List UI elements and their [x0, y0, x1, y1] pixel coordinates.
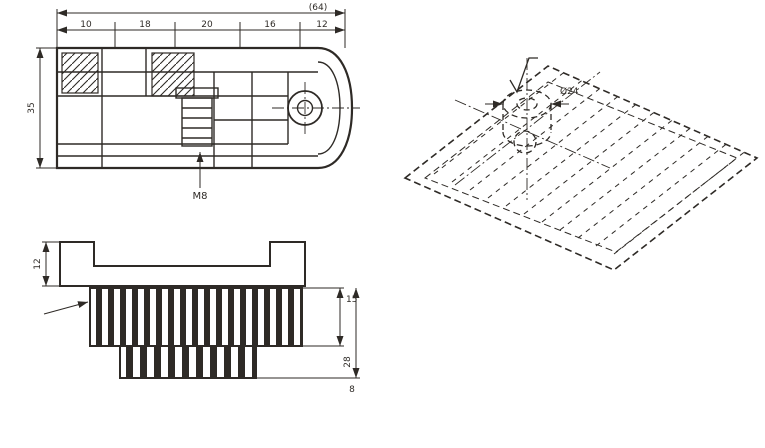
dim-label-section-lower: 8: [349, 385, 355, 395]
iso-plate-inner-outline: [423, 81, 738, 253]
section-left-dimension: [42, 241, 60, 287]
dim-label-top-3: 20: [201, 20, 213, 30]
section-hatch-block-lower: [119, 345, 257, 379]
iso-view: Ø24: [403, 57, 759, 271]
section-hatch-block-upper: [89, 287, 303, 347]
front-part-outline: [55, 46, 360, 170]
dim-label-top-4: 16: [264, 20, 276, 30]
dim-label-section-left: 12: [33, 258, 43, 269]
iso-plate-outline: [403, 65, 759, 271]
section-leader-arrow: [43, 301, 89, 315]
section-profile: [59, 241, 306, 287]
section-right-dimension-overall: [256, 288, 360, 379]
dim-label-top-2: 18: [139, 20, 151, 30]
front-top-dimension-chain: [57, 22, 345, 48]
dim-label-overall: (64): [309, 3, 327, 13]
section-view: 12 15 28 8: [33, 241, 360, 395]
front-screw-detail: [175, 87, 219, 147]
iso-hatch-lines: [405, 66, 757, 270]
front-hatch-region-left: [61, 52, 99, 94]
front-bore-circles: [272, 82, 360, 134]
front-view: (64) 10 18 20 16 12 35: [27, 3, 360, 202]
dim-label-section-overall: 28: [343, 356, 353, 368]
iso-centerlines: [454, 58, 611, 200]
dim-label-front-height: 35: [27, 102, 37, 113]
dim-label-boss: Ø24: [560, 86, 579, 97]
thread-label: M8: [193, 191, 208, 202]
dim-label-top-1: 10: [80, 20, 92, 30]
front-height-dimension: [36, 47, 57, 169]
dim-label-section-height: 15: [346, 295, 357, 305]
section-right-dimension-upper: [302, 287, 344, 347]
surface-finish-icon: [509, 57, 538, 94]
dim-label-top-5: 12: [316, 20, 327, 30]
front-hatch-region-center: [151, 52, 195, 97]
